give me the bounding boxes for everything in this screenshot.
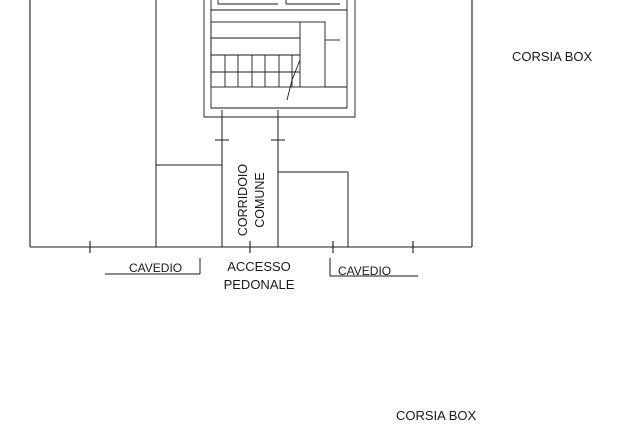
internal-walls xyxy=(155,0,349,247)
corridoio-label-line2: COMUNE xyxy=(253,172,267,228)
outer-walls xyxy=(29,0,473,253)
cavedio-right-label: CAVEDIO xyxy=(338,264,391,278)
corridoio-label-line1: CORRIDOIO xyxy=(236,164,250,237)
stair-core xyxy=(203,0,356,118)
accesso-pedonale-line1: ACCESSO xyxy=(227,259,291,274)
corsia-box-bottom-label: CORSIA BOX xyxy=(396,408,477,423)
corsia-box-top-label: CORSIA BOX xyxy=(512,49,593,64)
label-leaders xyxy=(105,258,418,277)
cavedio-left-label: CAVEDIO xyxy=(129,261,182,275)
accesso-pedonale-line2: PEDONALE xyxy=(224,277,295,292)
corridoio-comune-label: CORRIDOIO COMUNE xyxy=(236,164,267,237)
